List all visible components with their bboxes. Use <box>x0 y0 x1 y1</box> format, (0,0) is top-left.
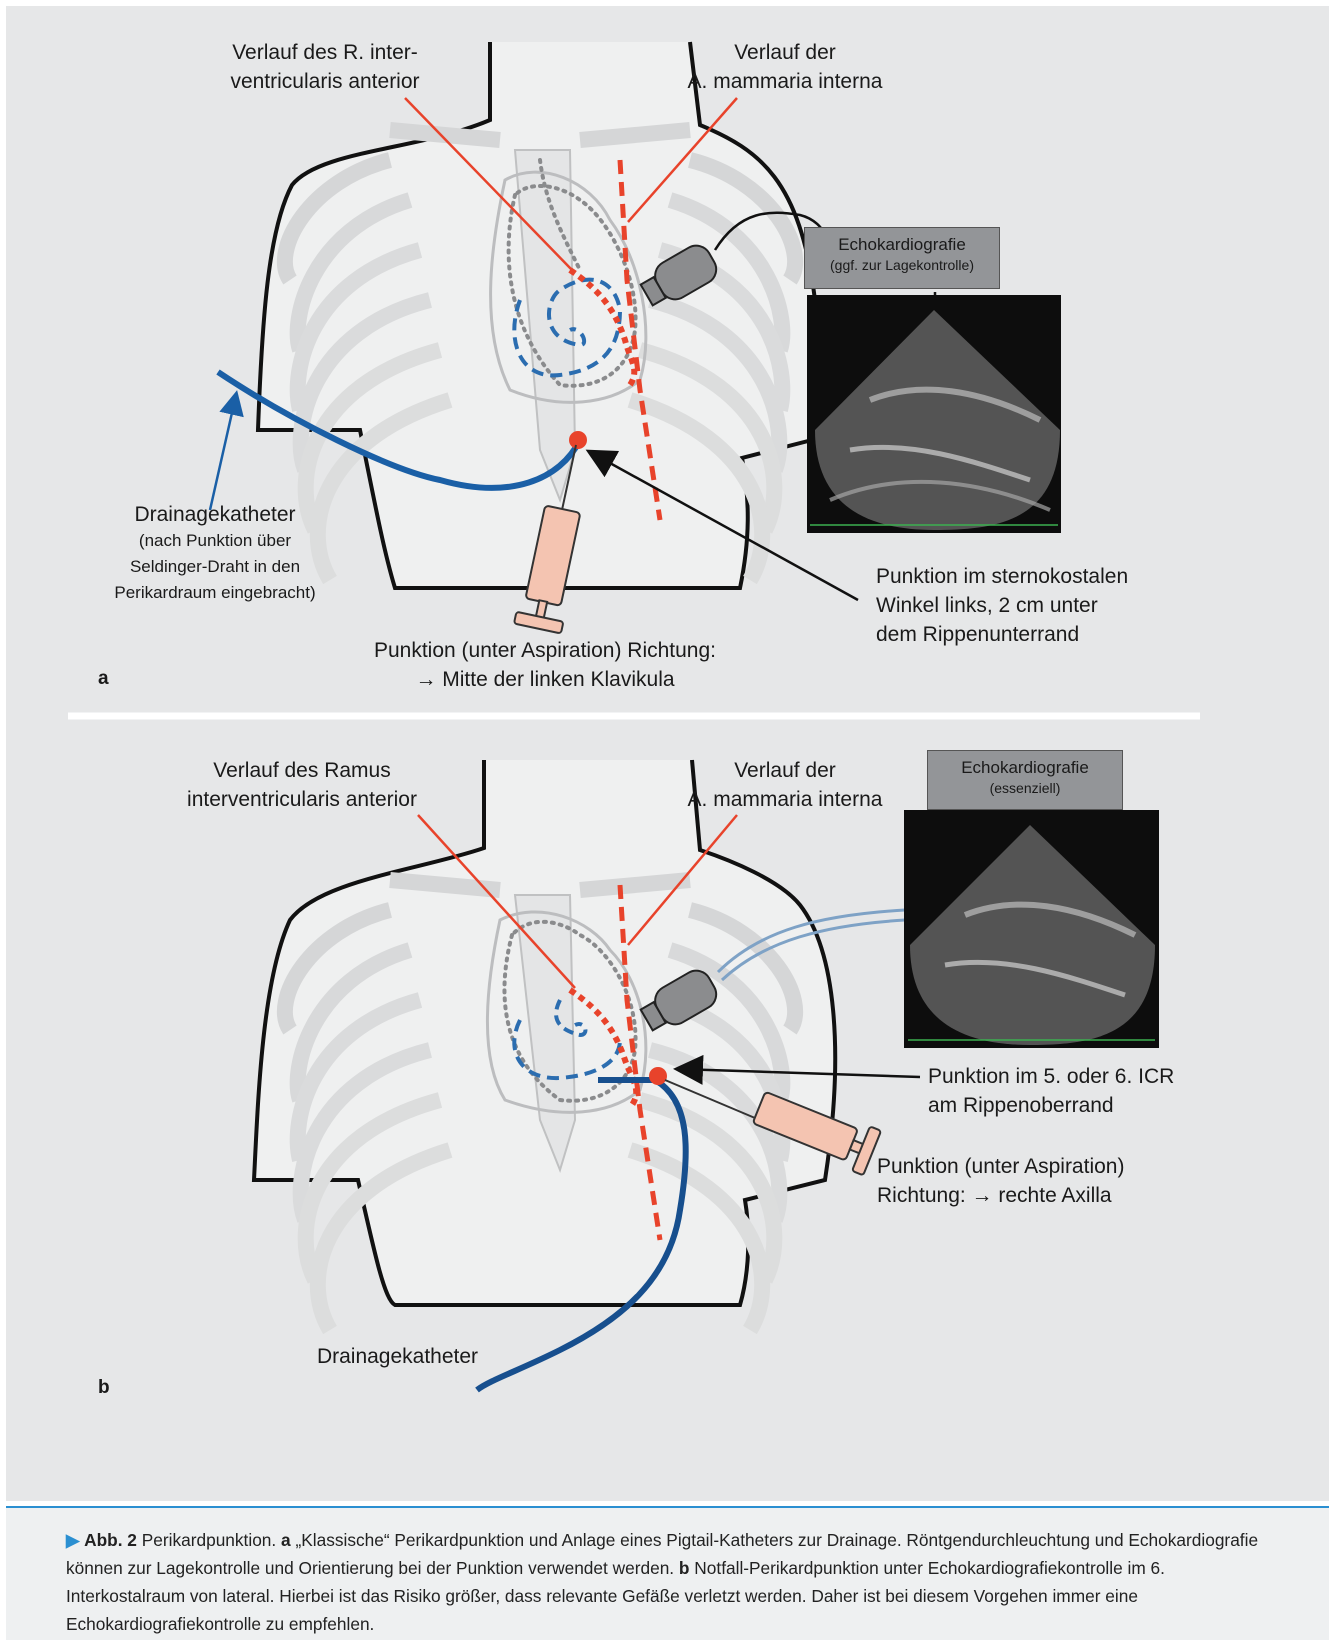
illustration <box>0 0 1335 1506</box>
echo-box-b: Echokardiografie(essenziell) <box>927 750 1123 810</box>
figure-caption: ▶ Abb. 2 Perikardpunktion. a „Klassische… <box>6 1506 1329 1640</box>
panel-letter-b: b <box>98 1377 110 1399</box>
label-lad-a: Verlauf des R. inter-ventricularis anter… <box>200 38 450 96</box>
panel-letter-a: a <box>98 668 109 690</box>
label-punktion-dir-a: Punktion (unter Aspiration) Richtung:→ M… <box>360 636 730 694</box>
caption-title: Perikardpunktion. <box>142 1530 277 1550</box>
echo-box-a: Echokardiografie(ggf. zur Lagekontrolle) <box>804 227 1000 289</box>
caption-a-letter: a <box>281 1530 291 1550</box>
panel-a-drawing <box>210 42 1061 633</box>
caption-marker: ▶ <box>66 1530 79 1550</box>
caption-abb: Abb. 2 <box>84 1530 137 1550</box>
label-drain-a: Drainagekatheter <box>100 500 330 529</box>
label-punktion-dir-b: Punktion (unter Aspiration)Richtung: → r… <box>877 1152 1177 1210</box>
caption-b-letter: b <box>679 1558 690 1578</box>
label-drain-b: Drainagekatheter <box>305 1342 490 1371</box>
